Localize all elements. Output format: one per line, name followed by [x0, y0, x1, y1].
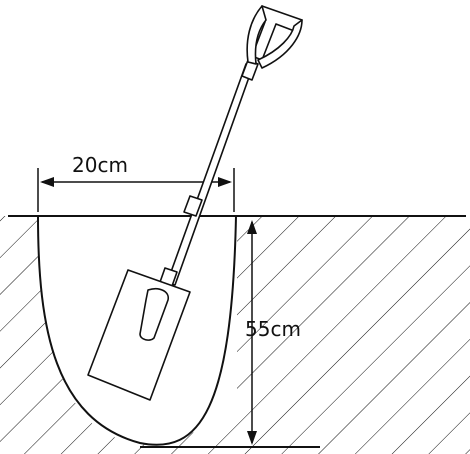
width-dimension [37, 168, 235, 212]
width-label: 20cm [72, 153, 128, 177]
hole-outline [37, 215, 237, 446]
shovel-icon [87, 5, 303, 401]
depth-label: 55cm [245, 317, 301, 341]
depth-dimension [247, 220, 257, 445]
